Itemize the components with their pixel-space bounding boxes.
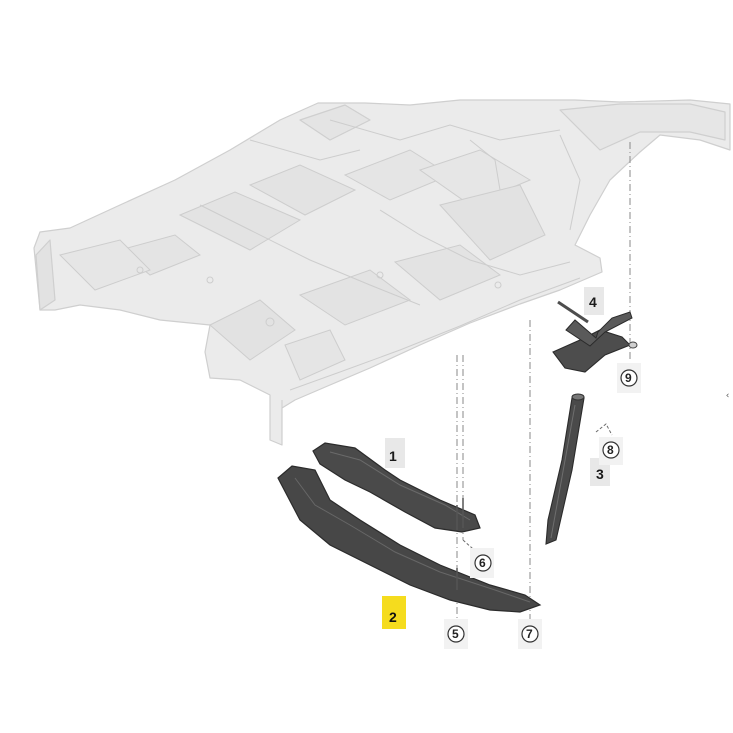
label-2-highlight: 2 — [382, 596, 406, 629]
part-3-strut — [545, 393, 585, 545]
part-2-underbody-panel — [277, 465, 542, 613]
label-4: 4 — [584, 287, 604, 315]
ref-9-text: 9 — [625, 371, 632, 385]
ref-6: 6 — [470, 548, 494, 578]
part-4-bracket — [552, 300, 638, 373]
label-4-text: 4 — [589, 294, 597, 310]
label-1-text: 1 — [389, 448, 397, 464]
label-2-text: 2 — [389, 609, 397, 625]
ref-9: 9 — [617, 363, 641, 393]
ref-7-text: 7 — [526, 627, 533, 641]
label-1: 1 — [385, 438, 405, 468]
ref-7: 7 — [518, 619, 542, 649]
floor-panel-details — [59, 119, 581, 440]
ref-8-text: 8 — [607, 443, 614, 457]
label-3-text: 3 — [596, 466, 604, 482]
ref-6-text: 6 — [479, 556, 486, 570]
part-1-underbody-panel — [312, 442, 481, 533]
ref-connectors — [462, 423, 613, 557]
chevron-left-icon[interactable]: ‹ — [725, 391, 730, 401]
fastener-pins — [456, 498, 464, 590]
ref-5: 5 — [444, 619, 468, 649]
ref-5-text: 5 — [452, 627, 459, 641]
ref-8: 8 — [599, 437, 623, 465]
